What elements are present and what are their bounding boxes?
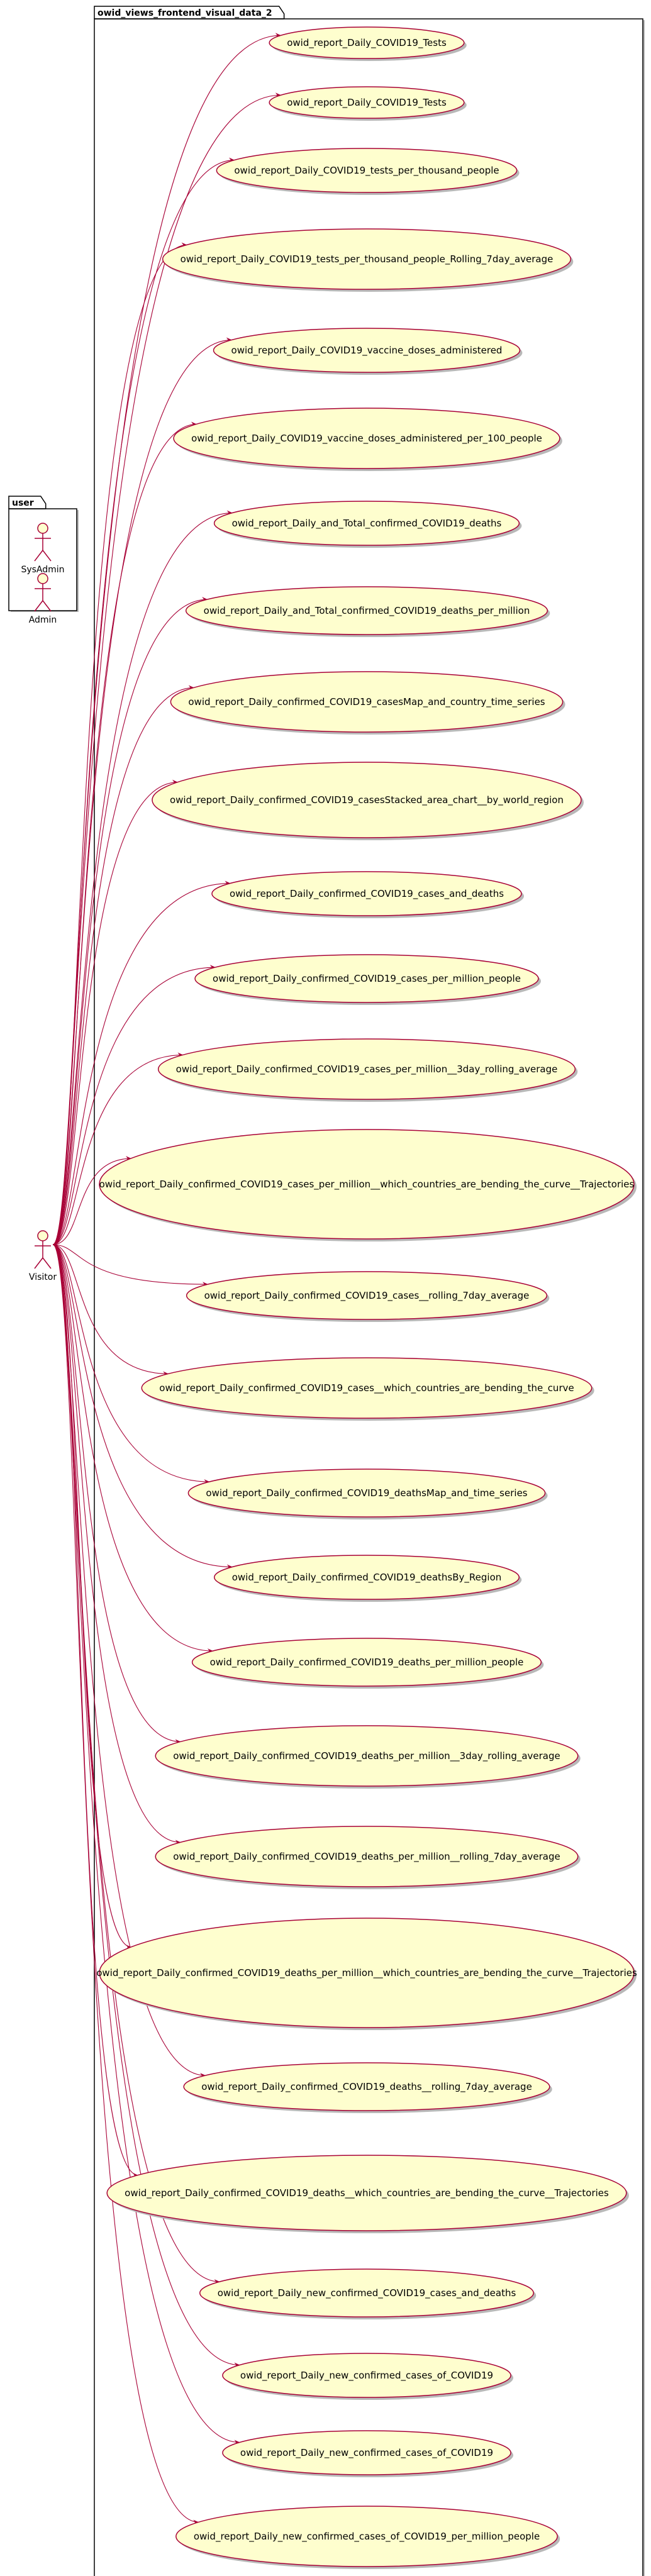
usecases-layer: owid_report_Daily_COVID19_Tests owid_repo… — [96, 26, 637, 2569]
package-title: owid_views_frontend_visual_data_2 — [97, 8, 272, 18]
use-case[interactable]: owid_report_Daily_confirmed_COVID19_case… — [186, 1271, 550, 1322]
use-case[interactable]: owid_report_Daily_confirmed_COVID19_deat… — [213, 1555, 522, 1602]
use-case[interactable]: owid_report_Daily_confirmed_COVID19_case… — [152, 762, 584, 840]
association-line — [52, 513, 233, 1245]
association-line — [52, 340, 232, 1245]
use-case[interactable]: owid_report_Daily_confirmed_COVID19_case… — [157, 1038, 578, 1102]
association-line — [52, 883, 231, 1245]
use-case-label: owid_report_Daily_new_confirmed_cases_of… — [240, 2447, 493, 2459]
use-case-label: owid_report_Daily_confirmed_COVID19_case… — [213, 973, 521, 985]
use-case[interactable]: owid_report_Daily_confirmed_COVID19_deat… — [106, 2155, 629, 2233]
use-case[interactable]: owid_report_Daily_confirmed_COVID19_deat… — [183, 2062, 552, 2113]
use-case-label: owid_report_Daily_confirmed_COVID19_case… — [170, 794, 564, 806]
use-case-label: owid_report_Daily_COVID19_vaccine_doses_… — [231, 345, 503, 357]
use-case-label: owid_report_Daily_confirmed_COVID19_deat… — [173, 1851, 560, 1863]
use-case-label: owid_report_Daily_confirmed_COVID19_case… — [204, 1290, 530, 1302]
use-case[interactable]: owid_report_Daily_new_confirmed_COVID19_… — [199, 2268, 537, 2319]
use-case-label: owid_report_Daily_COVID19_tests_per_thou… — [181, 253, 554, 265]
association-line — [52, 1244, 213, 1652]
package-title: user — [12, 498, 34, 508]
use-case[interactable]: owid_report_Daily_confirmed_COVID19_deat… — [187, 1468, 548, 1519]
use-case[interactable]: owid_report_Daily_COVID19_vaccine_doses_… — [173, 408, 562, 471]
actor-label: Visitor — [29, 1272, 57, 1282]
use-case[interactable]: owid_report_Daily_confirmed_COVID19_deat… — [155, 1725, 581, 1789]
use-case-label: owid_report_Daily_confirmed_COVID19_deat… — [232, 1572, 502, 1584]
use-case-label: owid_report_Daily_confirmed_COVID19_case… — [159, 1382, 574, 1394]
use-case-label: owid_report_Daily_new_confirmed_cases_of… — [194, 2531, 540, 2543]
actor-sysadmin[interactable]: SysAdmin — [21, 523, 65, 575]
actor-label: SysAdmin — [21, 565, 64, 575]
use-case[interactable]: owid_report_Daily_confirmed_COVID19_deat… — [191, 1638, 544, 1689]
use-case[interactable]: owid_report_Daily_confirmed_COVID19_case… — [141, 1357, 594, 1421]
use-case[interactable]: owid_report_Daily_confirmed_COVID19_deat… — [155, 1826, 581, 1889]
use-case[interactable]: owid_report_Daily_new_confirmed_cases_of… — [175, 2506, 560, 2569]
use-case[interactable]: owid_report_Daily_confirmed_COVID19_deat… — [96, 1918, 637, 2030]
use-case-label: owid_report_Daily_COVID19_Tests — [287, 97, 447, 109]
use-case[interactable]: owid_report_Daily_COVID19_vaccine_doses_… — [213, 328, 523, 375]
use-case[interactable]: owid_report_Daily_COVID19_tests_per_thou… — [216, 148, 520, 195]
association-line — [52, 1158, 132, 1245]
association-line — [52, 1244, 206, 2076]
association-line — [52, 1244, 181, 1843]
use-case-label: owid_report_Daily_COVID19_vaccine_doses_… — [191, 433, 542, 445]
use-case-label: owid_report_Daily_confirmed_COVID19_deat… — [96, 1967, 637, 1979]
association-line — [52, 967, 216, 1245]
use-case-label: owid_report_Daily_confirmed_COVID19_deat… — [201, 2081, 532, 2093]
association-line — [52, 687, 194, 1245]
association-line — [52, 1244, 208, 1285]
use-case-label: owid_report_Daily_confirmed_COVID19_case… — [176, 1063, 558, 1075]
use-case-label: owid_report_Daily_COVID19_tests_per_thou… — [234, 165, 499, 177]
use-case[interactable]: owid_report_Daily_COVID19_Tests — [269, 86, 467, 121]
use-case[interactable]: owid_report_Daily_COVID19_tests_per_thou… — [162, 228, 574, 292]
use-case-label: owid_report_Daily_new_confirmed_COVID19_… — [218, 2287, 516, 2299]
use-case-label: owid_report_Daily_confirmed_COVID19_deat… — [125, 2187, 609, 2199]
association-line — [52, 423, 197, 1245]
use-case-label: owid_report_Daily_confirmed_COVID19_deat… — [206, 1487, 527, 1499]
association-line — [52, 1244, 240, 2366]
association-line — [52, 1244, 240, 2443]
package-user: user — [8, 496, 79, 612]
use-case[interactable]: owid_report_Daily_confirmed_COVID19_case… — [170, 671, 565, 735]
actor-admin[interactable]: Admin — [29, 573, 57, 625]
use-case-label: owid_report_Daily_confirmed_COVID19_case… — [99, 1179, 635, 1191]
association-line — [52, 1054, 184, 1245]
use-case-label: owid_report_Daily_and_Total_confirmed_CO… — [232, 518, 502, 530]
associations-layer — [52, 33, 281, 2525]
use-case-label: owid_report_Daily_confirmed_COVID19_deat… — [210, 1657, 524, 1668]
association-line — [52, 244, 187, 1245]
association-line — [52, 1244, 199, 2523]
use-case[interactable]: owid_report_Daily_and_Total_confirmed_CO… — [185, 586, 550, 637]
use-case-label: owid_report_Daily_COVID19_Tests — [287, 37, 447, 49]
use-case[interactable]: owid_report_Daily_confirmed_COVID19_case… — [99, 1129, 637, 1241]
use-case[interactable]: owid_report_Daily_and_Total_confirmed_CO… — [213, 501, 522, 548]
actor-label: Admin — [29, 615, 57, 625]
association-line — [52, 1244, 210, 1482]
association-line — [52, 1244, 169, 1374]
association-line — [52, 1244, 181, 1742]
use-case[interactable]: owid_report_Daily_new_confirmed_cases_of… — [222, 2430, 514, 2477]
association-line — [52, 782, 178, 1245]
use-case[interactable]: owid_report_Daily_confirmed_COVID19_case… — [211, 871, 525, 918]
use-case-label: owid_report_Daily_confirmed_COVID19_case… — [188, 696, 545, 708]
use-case[interactable]: owid_report_Daily_COVID19_Tests — [269, 26, 467, 61]
association-line — [52, 599, 208, 1245]
association-line — [52, 1244, 233, 1568]
use-case-label: owid_report_Daily_confirmed_COVID19_case… — [230, 888, 504, 900]
actor-visitor[interactable]: Visitor — [29, 1230, 57, 1282]
use-case-label: owid_report_Daily_confirmed_COVID19_deat… — [173, 1750, 560, 1762]
use-case-label: owid_report_Daily_new_confirmed_cases_of… — [240, 2370, 493, 2382]
use-case[interactable]: owid_report_Daily_new_confirmed_cases_of… — [222, 2353, 514, 2400]
use-case-label: owid_report_Daily_and_Total_confirmed_CO… — [204, 605, 530, 617]
use-case[interactable]: owid_report_Daily_confirmed_COVID19_case… — [194, 954, 541, 1005]
